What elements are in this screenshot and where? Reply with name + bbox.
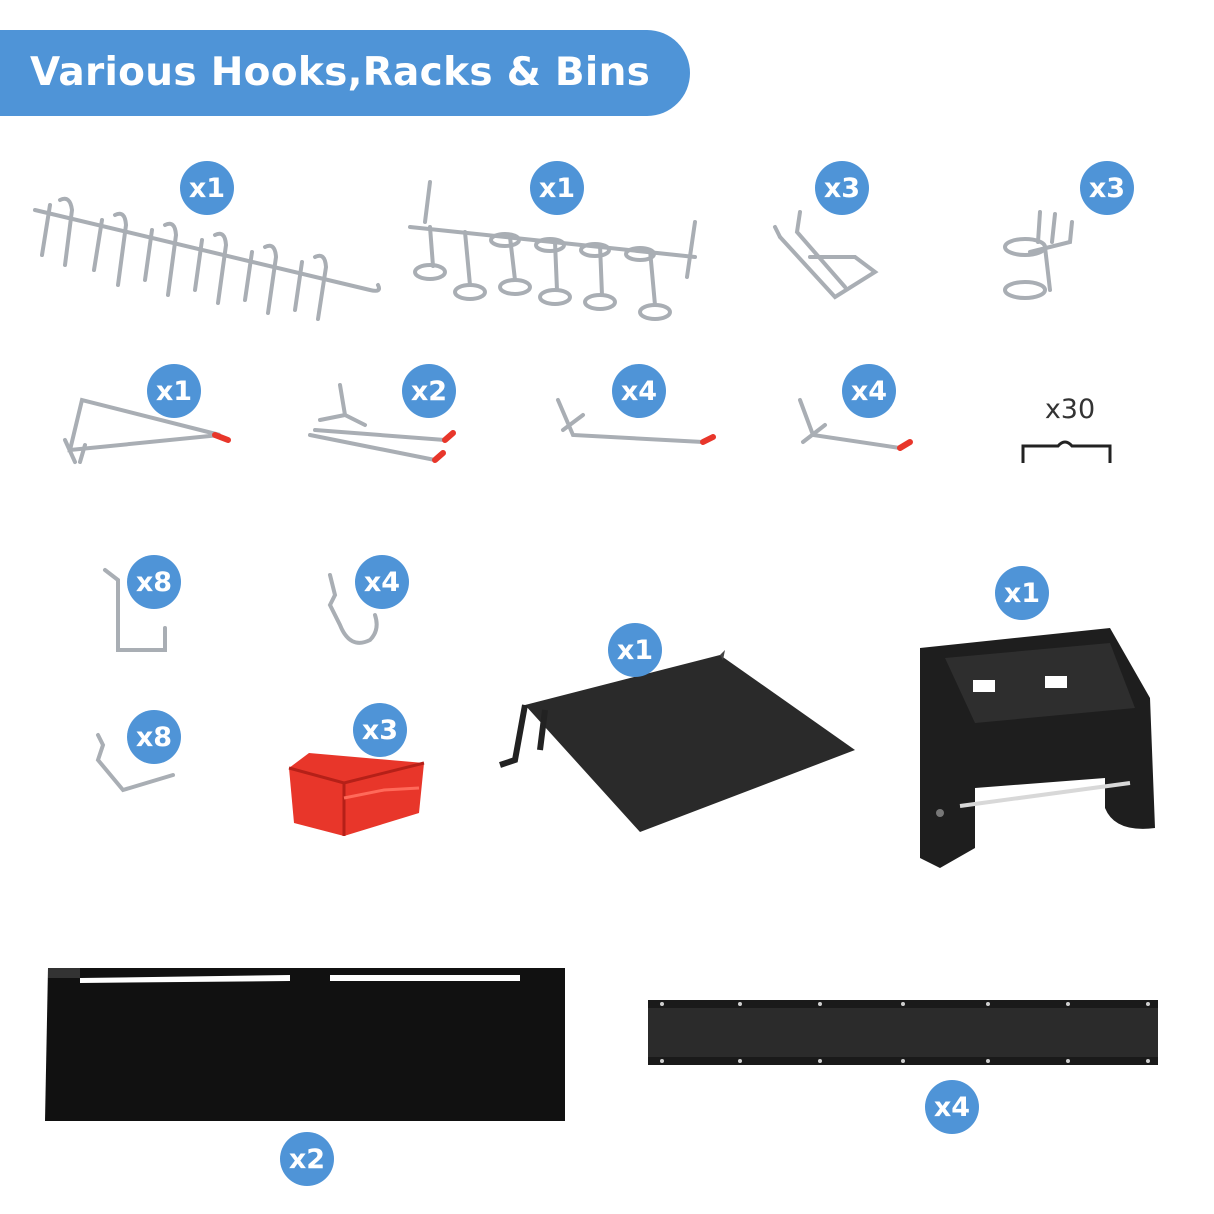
pegboard-lock-icon (1021, 440, 1112, 463)
double-prong-hook-icon (773, 210, 879, 300)
double-ring-hook-icon (1003, 210, 1074, 300)
multi-tool-hook-rack-icon (33, 196, 381, 321)
angled-triangle-hook-icon (63, 397, 231, 464)
paper-towel-holder-bin-icon (920, 628, 1155, 868)
qty-badge: x2 (280, 1132, 334, 1186)
qty-badge: x1 (180, 161, 234, 215)
qty-badge: x1 (530, 161, 584, 215)
long-shelf-icon (45, 968, 565, 1121)
qty-badge: x3 (815, 161, 869, 215)
single-straight-hook-long-icon (556, 398, 716, 445)
l-hook-icon (95, 733, 175, 793)
qty-badge: x3 (1080, 161, 1134, 215)
double-prong-straight-hook-icon (308, 383, 456, 463)
qty-badge: x30 (1044, 393, 1096, 425)
red-storage-bin-icon (288, 753, 425, 836)
qty-badge: x8 (127, 710, 181, 764)
qty-badge: x1 (995, 566, 1049, 620)
banner-title: Various Hooks,Racks & Bins (30, 50, 651, 95)
qty-badge: x4 (925, 1080, 979, 1134)
qty-badge: x8 (127, 555, 181, 609)
j-hook-icon (103, 568, 167, 652)
qty-badge: x1 (147, 364, 201, 418)
mounting-rail-icon (648, 1000, 1158, 1065)
qty-badge: x4 (842, 364, 896, 418)
angled-shelf-icon (499, 650, 855, 832)
title-banner: Various Hooks,Racks & Bins (0, 30, 690, 116)
qty-badge: x1 (608, 623, 662, 677)
qty-badge: x3 (353, 703, 407, 757)
qty-badge: x4 (355, 555, 409, 609)
curved-hook-icon (327, 573, 379, 645)
qty-badge: x4 (612, 364, 666, 418)
multi-ring-hook-rack-icon (408, 180, 697, 321)
qty-badge: x2 (402, 364, 456, 418)
single-straight-hook-short-icon (798, 398, 913, 451)
